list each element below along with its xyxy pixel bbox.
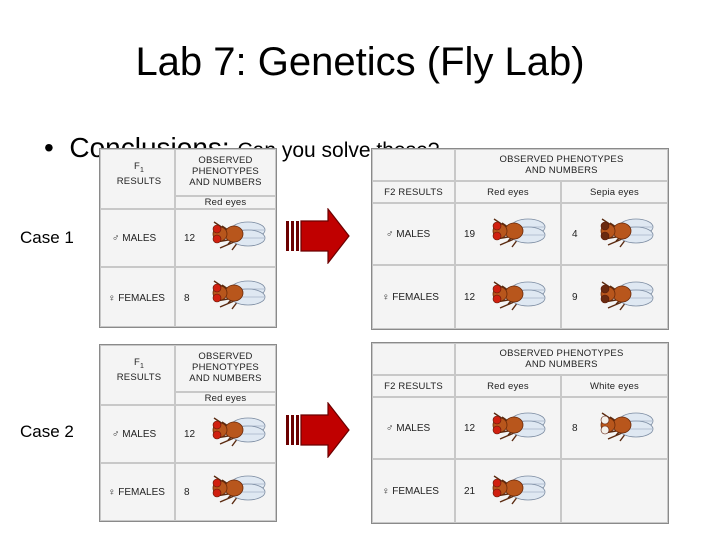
f2-females-label: ♀ FEMALES bbox=[382, 292, 439, 303]
fly-red-eyes-icon bbox=[204, 468, 266, 511]
fly-red-eyes-icon bbox=[484, 274, 546, 317]
case-1-f1-table: F1 RESULTS OBSERVED PHENOTYPES AND NUMBE… bbox=[99, 148, 277, 328]
f1-phenotype-header: Red eyes bbox=[204, 393, 247, 404]
f2-males-label: ♂ MALES bbox=[386, 423, 431, 434]
f2-results-header: F2 RESULTS bbox=[384, 381, 443, 392]
f1-phenotype-header: Red eyes bbox=[204, 197, 247, 208]
f1-females-count: 8 bbox=[184, 293, 190, 304]
case-2-f1-table: F1 RESULTS OBSERVED PHENOTYPES AND NUMBE… bbox=[99, 344, 277, 522]
f1-females-count: 8 bbox=[184, 487, 190, 498]
f2-count: 21 bbox=[464, 486, 476, 497]
f2-count: 8 bbox=[572, 423, 578, 434]
fly-red-eyes-icon bbox=[204, 410, 266, 453]
f2-phenotype-1: Red eyes bbox=[487, 381, 529, 392]
fly-red-eyes-icon bbox=[204, 214, 266, 257]
case-2-arrow-icon bbox=[286, 402, 350, 458]
f2-count: 4 bbox=[572, 229, 578, 240]
fly-red-eyes-icon bbox=[204, 273, 266, 316]
f2-phenotype-2: Sepia eyes bbox=[589, 187, 639, 198]
f1-males-count: 12 bbox=[184, 429, 196, 440]
slide-title: Lab 7: Genetics (Fly Lab) bbox=[135, 40, 585, 84]
f1-observed-header: OBSERVED PHENOTYPES AND NUMBERS bbox=[189, 155, 262, 188]
fly-sepia-eyes-icon bbox=[592, 274, 654, 317]
f1-results-header: F1 RESULTS bbox=[116, 161, 162, 187]
f1-observed-header: OBSERVED PHENOTYPES AND NUMBERS bbox=[189, 351, 262, 384]
case-2-label: Case 2 bbox=[20, 422, 74, 441]
f2-count: 12 bbox=[464, 423, 476, 434]
f1-males-count: 12 bbox=[184, 233, 196, 244]
fly-red-eyes-icon bbox=[484, 211, 546, 254]
f1-females-label: ♀ FEMALES bbox=[108, 487, 165, 498]
f2-results-header: F2 RESULTS bbox=[384, 187, 443, 198]
f1-females-label: ♀ FEMALES bbox=[108, 293, 165, 304]
fly-white-eyes-icon bbox=[592, 405, 654, 448]
case-1-label: Case 1 bbox=[20, 228, 74, 247]
f2-count: 19 bbox=[464, 229, 476, 240]
fly-red-eyes-icon bbox=[484, 468, 546, 511]
fly-red-eyes-icon bbox=[484, 405, 546, 448]
f2-females-label: ♀ FEMALES bbox=[382, 486, 439, 497]
f2-males-label: ♂ MALES bbox=[386, 229, 431, 240]
f2-phenotype-2: White eyes bbox=[590, 381, 639, 392]
f1-males-label: ♂ MALES bbox=[112, 429, 157, 440]
case-1-arrow-icon bbox=[286, 208, 350, 264]
f2-count: 9 bbox=[572, 292, 578, 303]
f2-phenotype-1: Red eyes bbox=[487, 187, 529, 198]
fly-sepia-eyes-icon bbox=[592, 211, 654, 254]
f2-count: 12 bbox=[464, 292, 476, 303]
f1-males-label: ♂ MALES bbox=[112, 233, 157, 244]
f1-results-header: F1 RESULTS bbox=[116, 357, 162, 383]
